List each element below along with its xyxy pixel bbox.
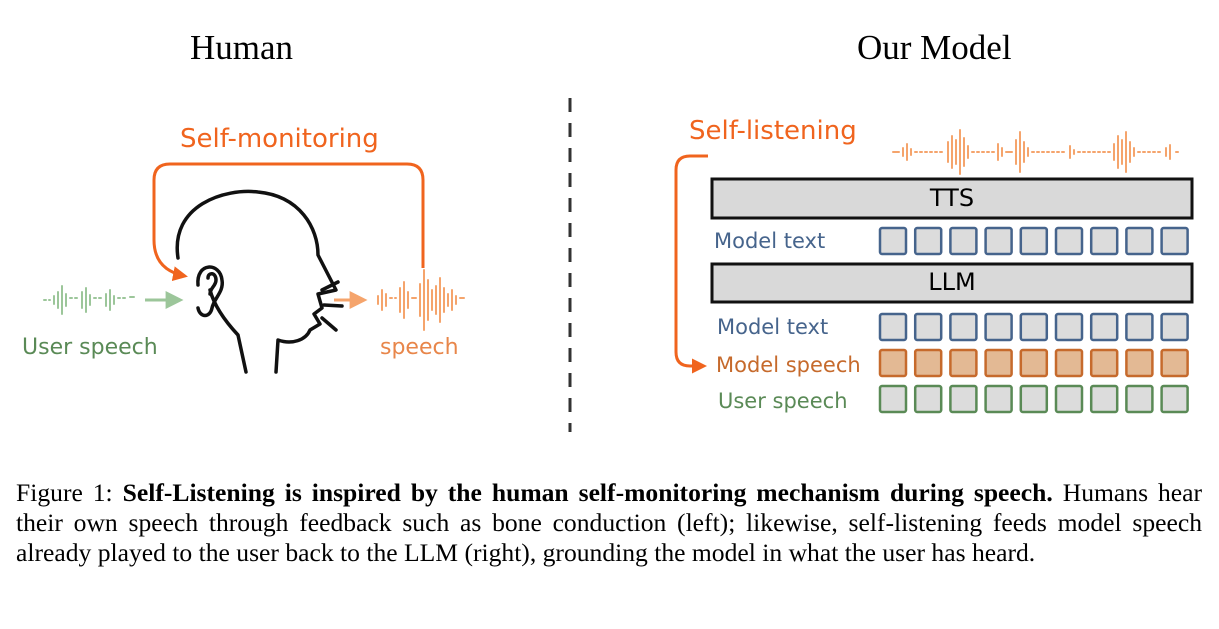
caption-bold: Self-Listening is inspired by the human …	[122, 478, 1053, 507]
caption-prefix: Figure 1:	[16, 478, 123, 507]
model-text-top-token	[913, 226, 943, 256]
model-text-token	[913, 312, 943, 342]
model-text-top-token	[878, 226, 908, 256]
speech-label: speech	[380, 335, 459, 360]
user-speech-token	[1125, 384, 1154, 414]
model-speech-token	[1019, 348, 1049, 378]
model-text-top-token	[1125, 226, 1154, 256]
right-panel-title: Our Model	[857, 28, 1012, 67]
llm-box	[710, 262, 1194, 304]
model-speech-token	[1054, 348, 1084, 378]
user-speech-token	[949, 384, 978, 414]
head-profile-icon	[175, 189, 344, 374]
model-speech-token	[1160, 348, 1189, 378]
model-text-top-token	[1019, 226, 1049, 256]
model-text-top-token	[984, 226, 1013, 256]
user-speech-token	[1019, 384, 1049, 414]
left-panel-title: Human	[190, 28, 294, 67]
model-text-top-token	[1054, 226, 1084, 256]
self-listening-loop-arrow	[674, 154, 708, 374]
self-listening-waveform	[892, 129, 1179, 175]
model-text-token	[984, 312, 1013, 342]
model-speech-label: Model speech	[716, 353, 861, 377]
figure: Human Our Model	[22, 28, 1194, 432]
model-text-token	[1125, 312, 1154, 342]
model-text-token	[1054, 312, 1084, 342]
speech-waveform	[377, 269, 465, 331]
user-speech-token	[1054, 384, 1084, 414]
model-speech-token	[1089, 348, 1119, 378]
user-speech-token	[984, 384, 1013, 414]
self-monitoring-loop-arrow	[152, 162, 425, 282]
model-text-token	[1089, 312, 1119, 342]
diagram-graphics	[43, 98, 1194, 432]
user-speech-waveform	[43, 285, 135, 315]
self-listening-label: Self-listening	[689, 116, 857, 146]
model-text-token	[878, 312, 908, 342]
tts-box	[710, 177, 1194, 220]
model-text-top-token	[1089, 226, 1119, 256]
model-speech-token	[1125, 348, 1154, 378]
user-speech-token	[1089, 384, 1119, 414]
tts-label: TTS	[929, 184, 975, 212]
model-speech-token	[878, 348, 908, 378]
model-speech-token	[984, 348, 1013, 378]
llm-label: LLM	[928, 268, 976, 296]
model-text-token	[1019, 312, 1049, 342]
model-text-top-label: Model text	[714, 229, 826, 253]
model-text-token	[1160, 312, 1189, 342]
token-grid	[878, 226, 1189, 414]
model-text-token	[949, 312, 978, 342]
model-text-top-token	[949, 226, 978, 256]
user-speech-label: User speech	[22, 335, 158, 360]
model-speech-token	[949, 348, 978, 378]
model-speech-token	[913, 348, 943, 378]
user-speech-token	[1160, 384, 1189, 414]
self-monitoring-label: Self-monitoring	[180, 124, 379, 154]
user-speech-token	[913, 384, 943, 414]
model-text-top-token	[1160, 226, 1189, 256]
user-speech-row-label: User speech	[718, 389, 848, 413]
user-speech-token	[878, 384, 908, 414]
caption-text: Humans hear their own speech through fee…	[16, 478, 1203, 567]
model-text-label: Model text	[717, 315, 829, 339]
figure-caption: Figure 1: Self-Listening is inspired by …	[16, 478, 1202, 568]
